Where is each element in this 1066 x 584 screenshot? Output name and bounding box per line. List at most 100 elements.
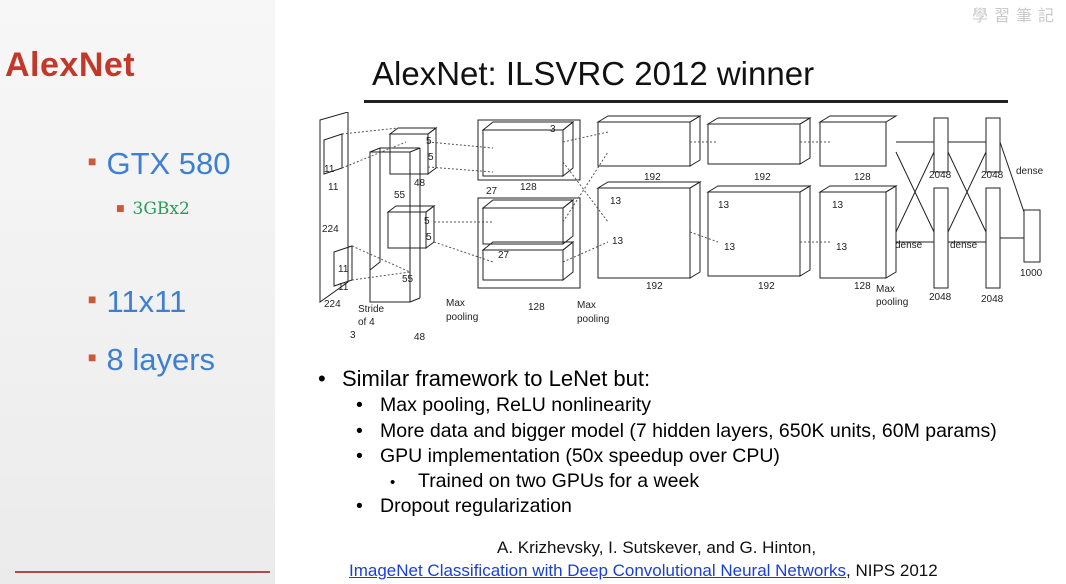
sidebar-item-label: 8 layers — [106, 342, 216, 377]
bullet-text: Max pooling, ReLU nonlinearity — [380, 394, 651, 416]
alexnet-architecture-diagram: 224 224 3 11 11 11 11 Stride of 4 55 55 … — [319, 112, 1044, 343]
label-27b: 27 — [498, 250, 510, 261]
label-5a: 5 — [426, 136, 432, 147]
citation-venue: , NIPS 2012 — [846, 561, 938, 580]
label-55a: 55 — [394, 190, 406, 201]
bullet-level2: • Dropout regularization — [356, 495, 572, 518]
label-48a: 48 — [414, 178, 426, 189]
bullet-dot-icon: • — [356, 394, 363, 416]
label-3: 3 — [350, 330, 356, 341]
conv4-top-block — [707, 123, 801, 165]
label-2048b: 2048 — [981, 170, 1004, 181]
label-dense3: dense — [950, 240, 978, 251]
sidebar-divider — [15, 571, 270, 573]
fc8-output — [1023, 209, 1041, 263]
bullet-dot-icon: • — [318, 366, 326, 391]
label-192a: 192 — [644, 172, 661, 183]
sidebar-subitem-memory: ■ 3GBx2 — [116, 199, 190, 219]
conv2-bottom-block — [482, 249, 564, 281]
label-max1: Max — [446, 298, 465, 309]
fc7-bottom — [985, 187, 1001, 289]
fc6-top — [933, 117, 949, 173]
slide-title: AlexNet: ILSVRC 2012 winner — [372, 55, 815, 92]
label-max2: Max — [577, 300, 596, 311]
label-3k: 3 — [550, 124, 556, 135]
fc6-bottom — [933, 187, 949, 289]
bullet-text: More data and bigger model (7 hidden lay… — [380, 420, 997, 442]
conv5-bottom-block — [819, 191, 887, 279]
label-224a: 224 — [322, 224, 339, 235]
bullet-text: GPU implementation (50x speedup over CPU… — [380, 445, 780, 467]
label-5d: 5 — [426, 232, 432, 243]
fc7-top — [985, 117, 1001, 173]
label-5c: 5 — [424, 216, 430, 227]
label-11c: 11 — [338, 264, 349, 275]
label-5b: 5 — [428, 152, 434, 163]
label-192b: 192 — [646, 281, 663, 292]
label-dense2: dense — [895, 240, 923, 251]
bullet-dot-icon: • — [390, 474, 396, 491]
label-13a: 13 — [610, 196, 622, 207]
label-128c: 128 — [854, 172, 871, 183]
label-192c: 192 — [754, 172, 771, 183]
conv5-top-block — [819, 121, 887, 167]
conv1-top-block — [389, 133, 429, 175]
bullet-dot-icon: • — [356, 420, 363, 442]
label-55b: 55 — [402, 274, 414, 285]
bullet-text: Trained on two GPUs for a week — [418, 470, 700, 492]
label-11b: 11 — [328, 182, 339, 193]
label-13f: 13 — [836, 242, 848, 253]
bullet-text: Dropout regularization — [380, 495, 572, 517]
sidebar-item-layers: ■ 8 layers — [88, 342, 215, 378]
sidebar-item-gpu: ■GTX 580 — [88, 146, 231, 182]
conv2-mid-block — [482, 207, 564, 245]
label-of4: of 4 — [358, 317, 375, 328]
sidebar-item-label: 11x11 — [106, 284, 187, 319]
label-2048d: 2048 — [981, 294, 1004, 305]
sidebar-item-label: 3GBx2 — [132, 199, 190, 219]
label-dense1: dense — [1016, 166, 1044, 177]
bullet-icon: ■ — [88, 349, 97, 365]
label-max3: Max — [876, 284, 895, 295]
bullet-level2: • Max pooling, ReLU nonlinearity — [356, 394, 651, 417]
bullet-level3: • Trained on two GPUs for a week — [390, 470, 699, 493]
bullet-icon: ■ — [88, 291, 97, 307]
bullet-level2: • More data and bigger model (7 hidden la… — [356, 420, 997, 443]
sidebar: AlexNet ■GTX 580 ■ 3GBx2 ■ 11x11 ■ 8 layers — [0, 0, 275, 584]
label-pooling3: pooling — [876, 297, 908, 308]
label-224b: 224 — [324, 299, 341, 310]
label-27a: 27 — [486, 186, 498, 197]
bullet-dot-icon: • — [356, 445, 363, 467]
conv3-top-block — [597, 121, 691, 167]
label-2048a: 2048 — [929, 170, 952, 181]
bullet-icon: ■ — [116, 204, 125, 214]
label-pooling1: pooling — [446, 312, 478, 323]
conv2-top-block — [482, 129, 564, 177]
label-13d: 13 — [724, 242, 736, 253]
label-192d: 192 — [758, 281, 775, 292]
label-1000: 1000 — [1020, 268, 1043, 279]
citation-authors: A. Krizhevsky, I. Sutskever, and G. Hint… — [497, 538, 817, 557]
watermark: 學習筆記 — [971, 6, 1060, 25]
label-128d: 128 — [854, 281, 871, 292]
bullet-level1: • Similar framework to LeNet but: — [318, 366, 650, 392]
citation-paper: ImageNet Classification with Deep Convol… — [349, 561, 938, 581]
bullet-level2: • GPU implementation (50x speedup over CP… — [356, 445, 780, 468]
label-11d: 11 — [338, 282, 349, 293]
bullet-text: Similar framework to LeNet but: — [342, 366, 651, 391]
title-underline — [364, 100, 1008, 103]
label-stride: Stride — [358, 304, 385, 315]
label-128b: 128 — [528, 302, 545, 313]
sidebar-title: AlexNet — [5, 46, 136, 84]
label-13c: 13 — [718, 200, 730, 211]
bullet-dot-icon: • — [356, 495, 363, 517]
paper-link[interactable]: ImageNet Classification with Deep Convol… — [349, 561, 847, 580]
label-pooling2: pooling — [577, 314, 609, 325]
label-48b: 48 — [414, 332, 426, 343]
label-2048c: 2048 — [929, 292, 952, 303]
label-13e: 13 — [832, 200, 844, 211]
sidebar-item-kernel: ■ 11x11 — [88, 284, 186, 320]
label-13b: 13 — [612, 236, 624, 247]
label-128a: 128 — [520, 182, 537, 193]
sidebar-item-label: GTX 580 — [106, 146, 231, 181]
